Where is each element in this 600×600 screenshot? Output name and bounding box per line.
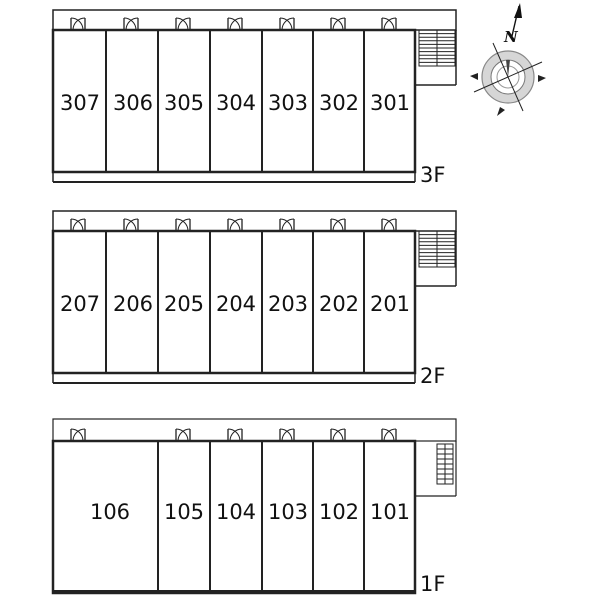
unit-label: 106 <box>90 500 130 524</box>
unit-label: 105 <box>164 500 204 524</box>
unit-label: 307 <box>60 91 100 115</box>
door-icon <box>227 428 241 442</box>
door-icon <box>332 428 346 442</box>
door-icon <box>381 428 395 442</box>
unit-label: 205 <box>164 292 204 316</box>
unit-label: 303 <box>268 91 308 115</box>
door-icon <box>229 428 243 442</box>
door-icon <box>281 428 295 442</box>
door-icon <box>229 218 243 232</box>
door-icon <box>330 428 344 442</box>
door-icon <box>383 428 397 442</box>
unit-label: 102 <box>319 500 359 524</box>
floor-label: 1F <box>420 572 445 596</box>
floor-0: 307 306 305 304 303 302 301 3F <box>51 9 457 187</box>
door-icon <box>281 17 295 31</box>
door-icon <box>279 218 293 232</box>
door-icon <box>125 17 139 31</box>
door-icon <box>175 17 189 31</box>
door-icon <box>70 428 84 442</box>
floor-1: 207 206 205 204 203 202 201 2F <box>51 210 457 388</box>
floor-2: 106 105 104 103 102 101 1F <box>51 418 457 596</box>
unit-label: 104 <box>216 500 256 524</box>
compass-icon: N <box>470 3 546 116</box>
door-icon <box>383 17 397 31</box>
door-icon <box>177 218 191 232</box>
door-icon <box>332 218 346 232</box>
door-icon <box>72 218 86 232</box>
stairs-icon <box>418 230 456 268</box>
door-icon <box>279 428 293 442</box>
unit-label: 302 <box>319 91 359 115</box>
stairs-icon <box>436 443 454 485</box>
unit-label: 306 <box>113 91 153 115</box>
door-icon <box>175 428 189 442</box>
door-icon <box>123 17 137 31</box>
door-icon <box>125 218 139 232</box>
unit-label: 206 <box>113 292 153 316</box>
stairs-icon <box>418 29 456 67</box>
door-icon <box>72 17 86 31</box>
door-icon <box>229 17 243 31</box>
door-icon <box>227 218 241 232</box>
door-icon <box>330 218 344 232</box>
floor-label: 3F <box>420 163 445 187</box>
door-icon <box>177 17 191 31</box>
unit-label: 201 <box>370 292 410 316</box>
door-icon <box>281 218 295 232</box>
door-icon <box>381 218 395 232</box>
floor-label: 2F <box>420 364 445 388</box>
door-icon <box>279 17 293 31</box>
unit-label: 204 <box>216 292 256 316</box>
door-icon <box>227 17 241 31</box>
door-icon <box>70 17 84 31</box>
unit-label: 101 <box>370 500 410 524</box>
unit-label: 301 <box>370 91 410 115</box>
compass-north-label: N <box>503 28 519 46</box>
unit-label: 202 <box>319 292 359 316</box>
unit-block <box>51 28 417 174</box>
door-icon <box>332 17 346 31</box>
unit-label: 103 <box>268 500 308 524</box>
door-icon <box>383 218 397 232</box>
door-icon <box>123 218 137 232</box>
unit-block <box>51 229 417 375</box>
door-icon <box>175 218 189 232</box>
unit-block <box>51 439 417 595</box>
door-icon <box>72 428 86 442</box>
unit-label: 203 <box>268 292 308 316</box>
door-icon <box>70 218 84 232</box>
unit-label: 305 <box>164 91 204 115</box>
door-icon <box>330 17 344 31</box>
unit-label: 304 <box>216 91 256 115</box>
door-icon <box>177 428 191 442</box>
unit-label: 207 <box>60 292 100 316</box>
door-icon <box>381 17 395 31</box>
